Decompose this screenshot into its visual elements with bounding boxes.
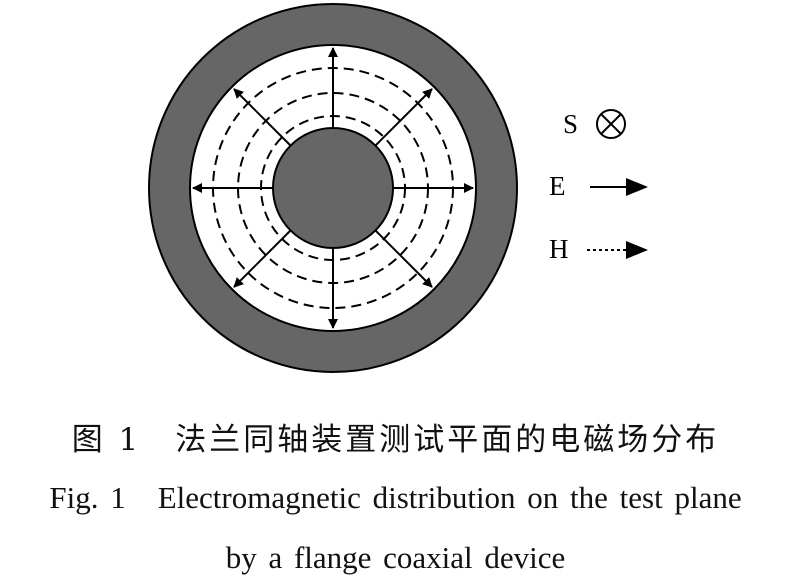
caption-cn-label: 图 1 [71, 422, 142, 458]
legend-letter-s: S [563, 109, 578, 139]
e-field-arrows [192, 47, 474, 329]
coaxial-field-diagram: S E H [148, 3, 648, 373]
e-arrow-se [374, 229, 433, 288]
caption-en-label: Fig. 1 [49, 480, 126, 515]
caption-cn-text: 法兰同轴装置测试平面的电磁场分布 [175, 422, 720, 458]
legend-letter-h: H [549, 234, 569, 264]
e-arrow-ne [374, 88, 433, 147]
caption-en-line2: by a flange coaxial device [225, 540, 566, 575]
figure-caption-english-line1: Fig. 1 Electromagnetic distribution on th… [0, 480, 791, 516]
dotted-arrow-icon [587, 241, 648, 259]
inner-conductor [272, 127, 394, 249]
figure-caption-chinese: 图 1 法兰同轴装置测试平面的电磁场分布 [0, 414, 791, 459]
e-arrow-sw [233, 229, 292, 288]
legend-letter-e: E [549, 171, 566, 201]
figure-caption-english-line2: by a flange coaxial device [0, 540, 791, 576]
e-arrow-nw [233, 88, 292, 147]
solid-arrow-icon [590, 178, 648, 196]
legend: S E H [549, 109, 648, 264]
caption-en-line1: Electromagnetic distribution on the test… [157, 480, 742, 515]
circle-cross-icon [596, 109, 626, 139]
